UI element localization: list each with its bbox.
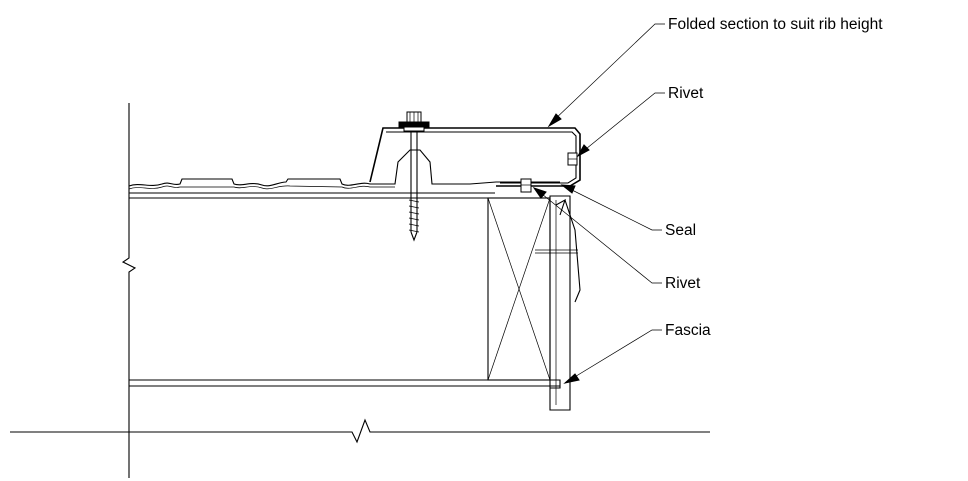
- timber-block: [487, 197, 551, 381]
- screw-fastener: [398, 111, 430, 242]
- leader-rivet-top: [576, 92, 665, 158]
- leader-seal: [560, 184, 662, 231]
- label-folded-section: Folded section to suit rib height: [668, 16, 883, 33]
- rivet-top-shape: [567, 152, 578, 166]
- ground-line: [10, 418, 710, 444]
- wall-line: [121, 103, 137, 478]
- fascia-board: [535, 195, 581, 411]
- leader-folded-section: [547, 23, 665, 128]
- rivet-mid-shape: [520, 178, 532, 193]
- label-seal: Seal: [665, 222, 696, 239]
- folded-flashing: [369, 127, 581, 187]
- label-rivet-mid: Rivet: [665, 275, 701, 292]
- roof-sheet: [128, 149, 560, 190]
- label-rivet-top: Rivet: [668, 85, 704, 102]
- rafter: [129, 192, 560, 387]
- leader-fascia: [563, 329, 662, 384]
- leader-rivet-mid: [532, 187, 662, 284]
- label-fascia: Fascia: [665, 322, 711, 339]
